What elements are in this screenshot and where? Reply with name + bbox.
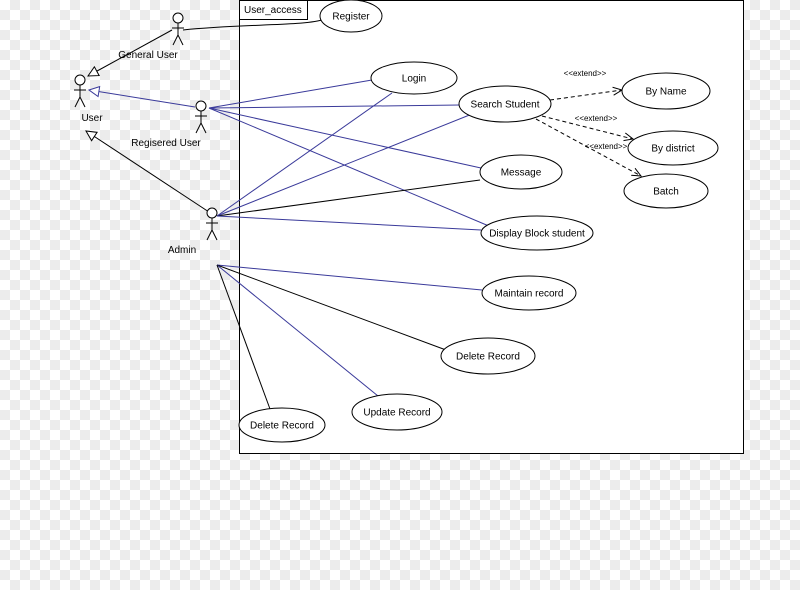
assoc-admin-search[interactable] [216,113,473,217]
assoc-admin-delete2[interactable] [216,264,271,410]
usecase-label: By Name [645,87,687,98]
usecase-maintain[interactable]: Maintain record [481,275,577,311]
assoc-admin-login[interactable] [216,92,393,217]
system-name: User_access [244,5,302,16]
generalization-arrow-icon [87,85,101,98]
assoc-admin-maintain[interactable] [216,264,483,291]
usecase-bydistrict[interactable]: By district [627,130,719,166]
usecase-ellipse[interactable] [440,337,536,375]
extend-label: <<extend>> [585,142,628,151]
assoc-registered-message[interactable] [208,107,482,169]
extend-search-batch[interactable] [535,118,641,176]
usecase-delete1[interactable]: Delete Record [440,337,536,375]
usecase-delete2[interactable]: Delete Record [238,407,326,443]
stick-figure-icon [172,12,184,46]
actor-admin[interactable]: Admin [168,207,218,256]
actor-user[interactable]: User [74,74,103,124]
usecase-ellipse[interactable] [479,154,563,190]
generalization-general-user[interactable] [87,29,173,77]
usecase-register[interactable]: Register [319,0,383,33]
system-tab [239,0,308,20]
usecase-update[interactable]: Update Record [351,393,443,431]
usecase-label: Delete Record [250,421,314,432]
usecase-ellipse[interactable] [623,173,709,209]
usecase-ellipse[interactable] [319,0,383,33]
usecase-message[interactable]: Message [479,154,563,190]
usecase-label: Message [501,168,542,179]
usecase-batch[interactable]: Batch [623,173,709,209]
actor-label: General User [118,50,178,61]
usecase-label: Maintain record [495,289,564,300]
usecase-ellipse[interactable] [621,72,711,110]
extend-label: <<extend>> [564,69,607,78]
generalization-admin[interactable] [85,130,210,213]
usecase-ellipse[interactable] [370,61,458,95]
extend-labels: <<extend>> <<extend>> <<extend>> [564,69,628,151]
usecase-ellipse[interactable] [627,130,719,166]
usecase-ellipse[interactable] [238,407,326,443]
usecase-search[interactable]: Search Student [458,85,552,123]
stick-figure-icon [195,100,207,134]
assoc-admin-message[interactable] [216,179,481,217]
generalization-registered-user[interactable] [88,89,196,108]
usecase-label: Update Record [363,408,430,419]
actor-label: Regisered User [131,138,201,149]
usecase-ellipse[interactable] [351,393,443,431]
stick-figure-icon [206,207,218,241]
generalization-arrow-icon [85,130,98,142]
usecase-label: Search Student [471,100,540,111]
extend-search-byname[interactable] [549,90,622,101]
extend-label: <<extend>> [575,114,618,123]
usecase-ellipse[interactable] [481,275,577,311]
assoc-registered-display[interactable] [208,107,497,230]
usecase-label: Display Block student [489,229,585,240]
actor-label: User [81,113,103,124]
usecase-byname[interactable]: By Name [621,72,711,110]
usecase-login[interactable]: Login [370,61,458,95]
relationships [85,19,641,410]
extend-search-bydistrict[interactable] [541,115,633,139]
usecase-label: Login [402,74,426,85]
generalization-arrow-icon [87,65,100,77]
usecase-ellipse[interactable] [458,85,552,123]
actor-label: Admin [168,245,196,256]
usecase-label: Register [332,12,370,23]
usecase-label: Delete Record [456,352,520,363]
assoc-admin-update[interactable] [216,264,379,397]
usecase-ellipse[interactable] [480,215,594,251]
actor-general[interactable]: General User [118,12,184,61]
usecase-display[interactable]: Display Block student [480,215,594,251]
stick-figure-icon [74,74,86,108]
actor-registered[interactable]: Regisered User [131,100,207,149]
assoc-admin-display[interactable] [216,215,482,231]
usecase-label: Batch [653,187,679,198]
assoc-general-register[interactable] [182,19,323,31]
assoc-admin-delete1[interactable] [216,264,447,351]
assoc-registered-search[interactable] [208,104,461,109]
assoc-registered-login[interactable] [208,79,373,109]
usecase-label: By district [651,144,695,155]
